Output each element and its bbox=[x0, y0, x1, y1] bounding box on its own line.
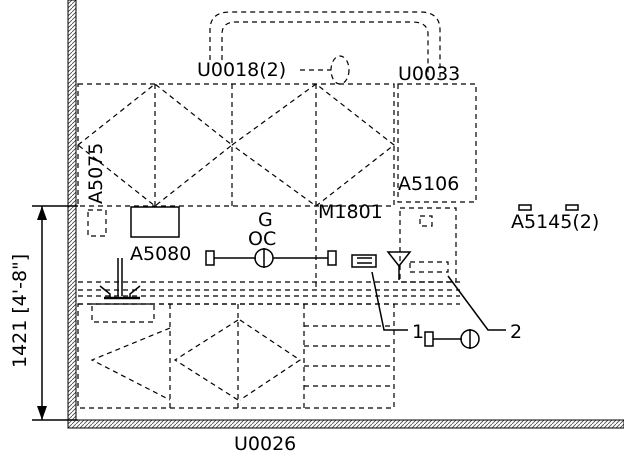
callout-leaders bbox=[371, 271, 506, 331]
faucet-icon bbox=[99, 258, 141, 300]
label-u0018: U0018(2) bbox=[197, 59, 286, 81]
funnel-icon bbox=[386, 251, 412, 280]
u0033-unit bbox=[397, 83, 477, 203]
lower-cabinets bbox=[77, 303, 395, 409]
u0018-duct bbox=[209, 11, 441, 85]
label-callout-1: 1 bbox=[412, 321, 424, 343]
a5075-unit bbox=[87, 209, 107, 237]
label-m1801: M1801 bbox=[318, 201, 383, 223]
label-g: G bbox=[258, 209, 273, 231]
label-dimension: 1421 [4'-8"] bbox=[9, 254, 31, 368]
right-cabinet bbox=[399, 207, 457, 283]
dimension-line bbox=[32, 205, 78, 421]
label-a5075: A5075 bbox=[85, 143, 107, 204]
label-oc: OC bbox=[248, 228, 276, 250]
a5080-unit bbox=[130, 206, 180, 238]
label-callout-2: 2 bbox=[510, 321, 522, 343]
outlet-icon bbox=[424, 329, 480, 349]
countertop bbox=[78, 281, 460, 305]
label-u0033: U0033 bbox=[398, 63, 460, 85]
label-a5145: A5145(2) bbox=[511, 211, 599, 233]
walls bbox=[67, 0, 624, 429]
label-u0026: U0026 bbox=[234, 433, 296, 455]
label-a5106: A5106 bbox=[398, 173, 459, 195]
controller-icon bbox=[351, 254, 377, 268]
upper-cabinets bbox=[77, 83, 395, 290]
label-a5080: A5080 bbox=[130, 243, 191, 265]
electrical-run bbox=[205, 248, 337, 268]
a5145-markers bbox=[518, 204, 579, 211]
